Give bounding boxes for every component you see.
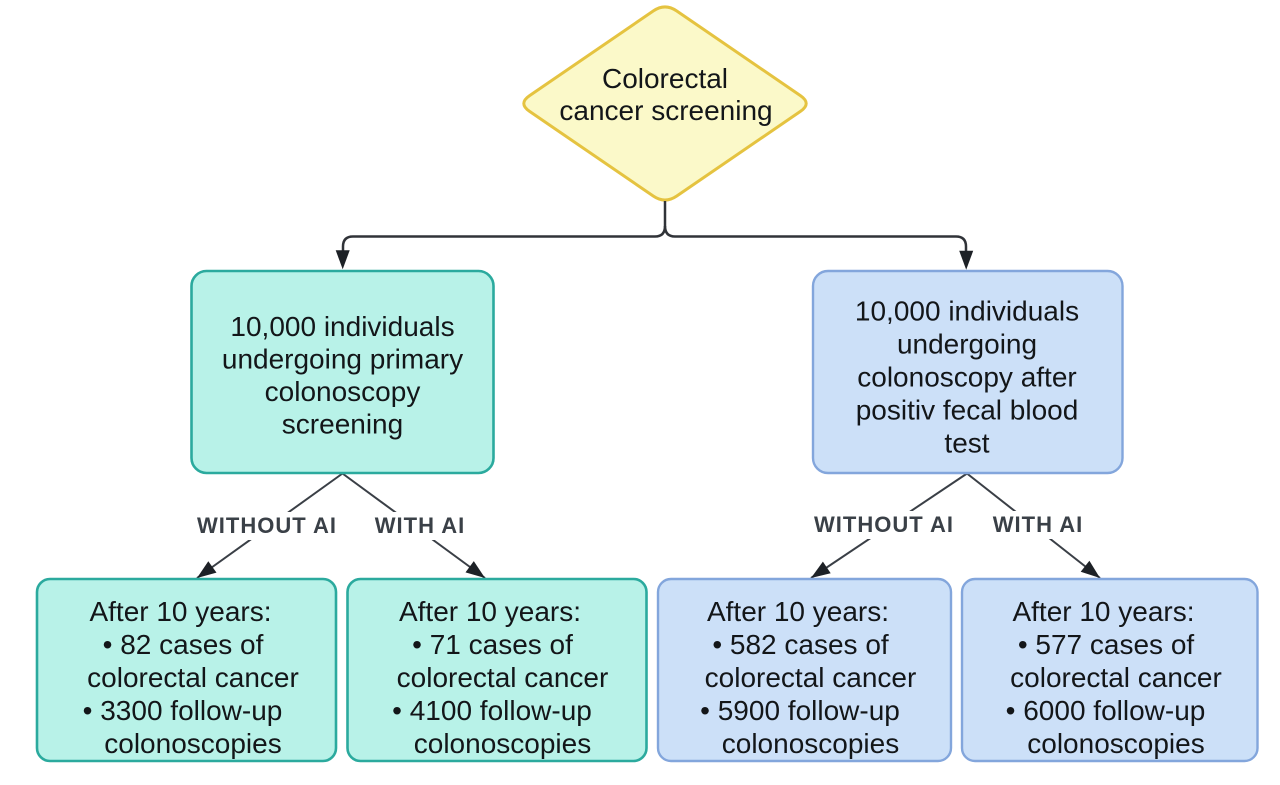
svg-text:colorectal cancer: colorectal cancer [397, 662, 609, 693]
svg-text:undergoing: undergoing [897, 329, 1037, 360]
svg-text:WITH AI: WITH AI [993, 512, 1084, 537]
svg-text:10,000 individuals: 10,000 individuals [855, 296, 1079, 327]
svg-text:• 5900 follow-up: • 5900 follow-up [700, 695, 900, 726]
svg-text:Colorectal: Colorectal [602, 63, 728, 94]
svg-text:colonoscopies: colonoscopies [414, 728, 591, 759]
svg-text:• 4100 follow-up: • 4100 follow-up [392, 695, 592, 726]
svg-text:• 3300 follow-up: • 3300 follow-up [83, 695, 283, 726]
svg-text:• 582 cases of: • 582 cases of [712, 629, 889, 660]
svg-text:undergoing primary: undergoing primary [222, 344, 463, 375]
svg-text:• 577 cases of: • 577 cases of [1018, 629, 1195, 660]
svg-text:After 10 years:: After 10 years: [399, 596, 581, 627]
svg-text:colonoscopies: colonoscopies [1027, 728, 1204, 759]
svg-text:After 10 years:: After 10 years: [89, 596, 271, 627]
svg-text:WITHOUT AI: WITHOUT AI [814, 512, 954, 537]
svg-text:colonoscopy: colonoscopy [265, 376, 421, 407]
svg-text:colonoscopies: colonoscopies [722, 728, 899, 759]
svg-text:colonoscopies: colonoscopies [104, 728, 281, 759]
svg-text:test: test [944, 428, 989, 459]
svg-text:10,000 individuals: 10,000 individuals [230, 311, 454, 342]
svg-text:positiv fecal blood: positiv fecal blood [856, 395, 1079, 426]
svg-text:• 6000 follow-up: • 6000 follow-up [1006, 695, 1206, 726]
svg-text:colorectal cancer: colorectal cancer [1010, 662, 1222, 693]
svg-text:colonoscopy after: colonoscopy after [857, 362, 1076, 393]
svg-text:cancer screening: cancer screening [559, 95, 772, 126]
svg-text:WITH AI: WITH AI [375, 513, 466, 538]
svg-text:colorectal cancer: colorectal cancer [87, 662, 299, 693]
svg-text:• 71 cases of: • 71 cases of [412, 629, 573, 660]
svg-text:colorectal cancer: colorectal cancer [705, 662, 917, 693]
svg-text:After 10 years:: After 10 years: [1012, 596, 1194, 627]
svg-text:• 82 cases of: • 82 cases of [103, 629, 264, 660]
svg-text:After 10 years:: After 10 years: [707, 596, 889, 627]
svg-text:WITHOUT AI: WITHOUT AI [197, 513, 337, 538]
svg-text:screening: screening [282, 409, 403, 440]
